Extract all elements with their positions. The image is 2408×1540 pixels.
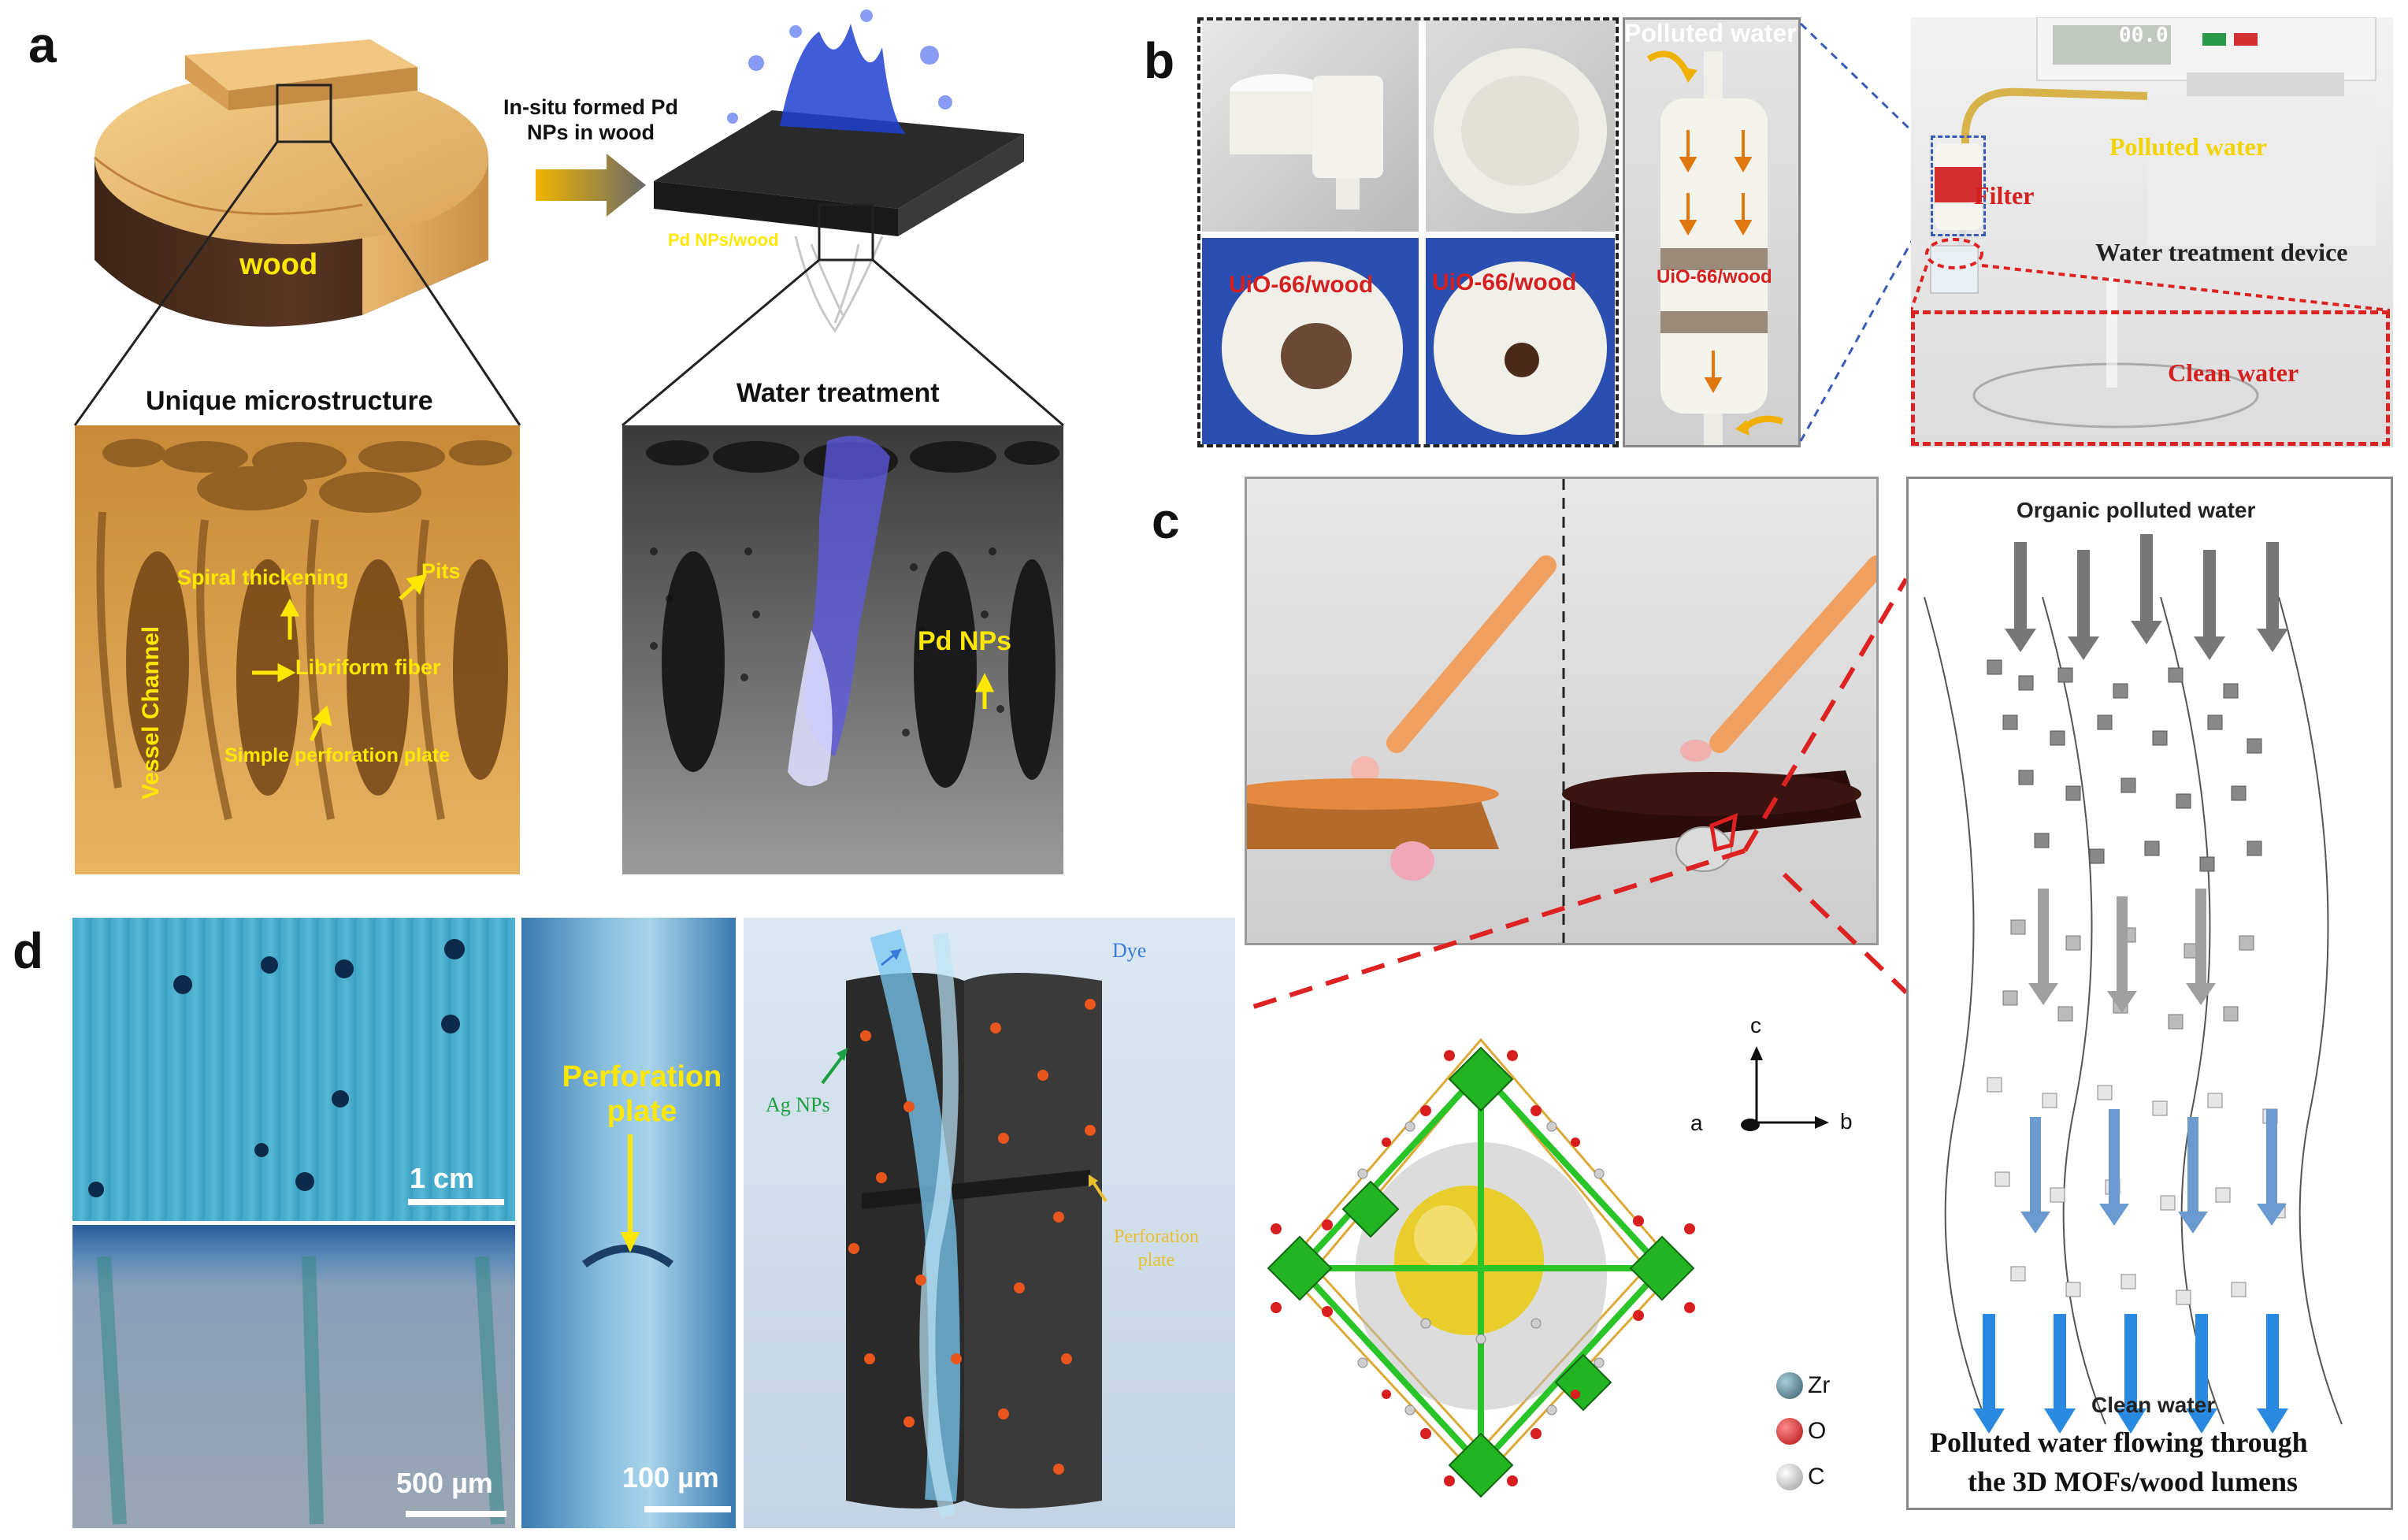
- perforation-arrow: [621, 1134, 640, 1252]
- clean-water-label-b: Clean water: [2168, 358, 2299, 387]
- wood-label: wood: [239, 248, 318, 281]
- legend-item-o: O: [1776, 1408, 1871, 1454]
- filter-photo-1: [1202, 20, 1419, 232]
- panel-b: UiO-66/wood UiO-66/wood Polluted water U…: [0, 0, 2408, 473]
- device-photo: [1911, 17, 2393, 447]
- scale-label-500um: 500 µm: [396, 1467, 493, 1499]
- wood-block-illustration: [73, 9, 1064, 874]
- connector-lines-b: [1799, 22, 1920, 442]
- axes-indicator: [1741, 1046, 1829, 1131]
- filter-highlight-box: [1931, 135, 1986, 236]
- unique-microstructure-title: Unique microstructure: [146, 386, 433, 416]
- uio-label-left: UiO-66/wood: [1229, 272, 1374, 298]
- o-atom-icon: [1776, 1418, 1803, 1445]
- legend-label-zr: Zr: [1808, 1372, 1831, 1398]
- scale-bar-100um: [644, 1506, 731, 1512]
- polluted-water-top-label: Polluted water: [1624, 19, 1797, 47]
- polluted-water-device-label: Polluted water: [2109, 132, 2267, 161]
- water-treatment-title: Water treatment: [736, 378, 940, 408]
- lumen-schematic: [1906, 477, 2393, 1510]
- photo-grid-frame: [1197, 17, 1619, 447]
- clean-water-label-c: Clean water: [2091, 1393, 2216, 1417]
- legend-label-o: O: [1808, 1418, 1827, 1444]
- dye-label: Dye: [1112, 939, 1147, 962]
- filter-photo-2: [1426, 20, 1615, 232]
- element-legend: Zr O C: [1776, 1363, 1871, 1500]
- lumen-caption-line2: the 3D MOFs/wood lumens: [1968, 1466, 2299, 1497]
- insitu-label: In-situ formed Pd NPs in wood: [503, 95, 678, 144]
- spiral-thickening-label: Spiral thickening: [177, 566, 349, 589]
- c-atom-icon: [1776, 1464, 1803, 1490]
- axis-c-label: c: [1750, 1013, 1761, 1037]
- perforation-plate-micrograph-label: Perforation plate: [562, 1060, 722, 1128]
- panel-d: 1 cm 500 µm 100 µm Perforation plate Dye…: [72, 918, 1235, 1528]
- pits-label: Pits: [421, 559, 461, 583]
- uio-column-label: UiO-66/wood: [1657, 266, 1772, 288]
- micrograph-bottom-left: [72, 1225, 515, 1528]
- scale-bar-1cm: [408, 1199, 504, 1205]
- pd-nps-label: Pd NPs: [918, 626, 1012, 656]
- zr-atom-icon: [1776, 1372, 1803, 1399]
- ag-nps-label: Ag NPs: [766, 1093, 830, 1116]
- legend-item-zr: Zr: [1776, 1363, 1871, 1408]
- organic-polluted-water-label: Organic polluted water: [2017, 498, 2256, 522]
- perforation-plate-label: Simple perforation plate: [224, 744, 451, 766]
- filter-photo-4: [1426, 238, 1615, 444]
- scale-label-1cm: 1 cm: [410, 1162, 475, 1194]
- filter-column-photo: [1623, 17, 1801, 447]
- panel-a: wood In-situ formed Pd NPs in wood Pd NP…: [0, 0, 1103, 890]
- micrograph-top-left: [72, 918, 515, 1221]
- libriform-fiber-label: Libriform fiber: [295, 655, 441, 679]
- filter-label: Filter: [1974, 181, 2035, 210]
- perforation-plate-illustration-label: Perforation plate: [1114, 1226, 1199, 1271]
- legend-label-c: C: [1808, 1464, 1825, 1490]
- mof-structure: [1267, 1037, 1695, 1498]
- device-display: 00.0: [2119, 24, 2169, 47]
- panel-label-b: b: [1144, 32, 1175, 89]
- vessel-illustration: [744, 918, 1235, 1528]
- water-treatment-device-label: Water treatment device: [2095, 238, 2348, 266]
- panel-label-d: d: [13, 922, 44, 979]
- uio-label-right: UiO-66/wood: [1432, 269, 1577, 295]
- filter-photo-3: [1202, 238, 1419, 444]
- pd-wood-label: Pd NPs/wood: [668, 230, 779, 250]
- scale-label-100um: 100 µm: [622, 1461, 719, 1494]
- axis-a-label: a: [1690, 1111, 1703, 1135]
- droplet-photo: [1245, 477, 1879, 945]
- clean-water-connector: [1911, 238, 2391, 312]
- lumen-caption-line1: Polluted water flowing through: [1930, 1427, 2308, 1458]
- scale-bar-500um: [406, 1511, 506, 1517]
- panel-label-a: a: [28, 17, 57, 73]
- legend-item-c: C: [1776, 1454, 1871, 1500]
- axis-b-label: b: [1840, 1109, 1853, 1134]
- clean-water-box: [1911, 310, 2390, 446]
- panel-label-c: c: [1152, 492, 1180, 549]
